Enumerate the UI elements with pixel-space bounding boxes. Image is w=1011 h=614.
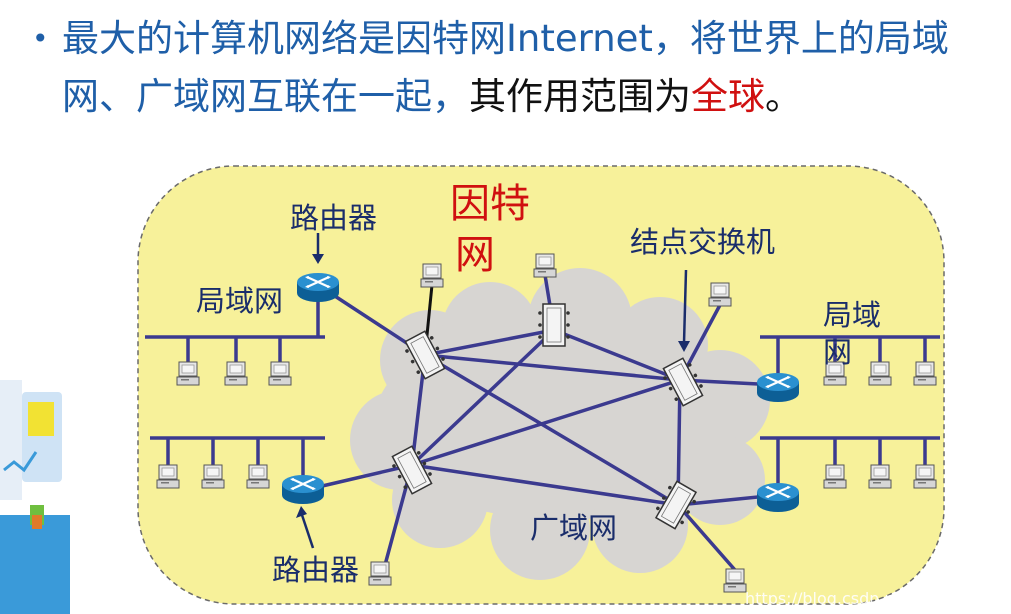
pc-icon [224, 361, 248, 386]
pc-icon [913, 361, 937, 386]
decorative-illustration [0, 380, 70, 614]
watermark: https://blog.csdn.net/weixin_43914604 [745, 589, 1011, 609]
diagram-title-line1: 因特 [450, 181, 530, 227]
pc-icon [533, 253, 557, 278]
router-icon [295, 271, 341, 304]
lan-buses [145, 285, 940, 495]
router-icon [755, 371, 801, 404]
pc-icon [268, 361, 292, 386]
pc-icon [708, 282, 732, 307]
pointer-arrows [296, 233, 690, 549]
lan-label-right-line1: 局域 [823, 298, 881, 332]
pc-icon [868, 361, 892, 386]
bullet-text-highlight: 全球 [691, 75, 765, 118]
switch-label: 结点交换机 [630, 225, 775, 259]
bullet-text-end: 。 [765, 75, 802, 118]
bullet-paragraph: • 最大的计算机网络是因特网Internet，将世界上的局域网、广域网互联在一起… [32, 10, 992, 126]
bullet-text-part1: 最大的计算机网络是因特网Internet，将世界上的局域网、广域网互联在一起， [62, 17, 949, 118]
switch-icon [537, 303, 571, 347]
pc-icon [246, 464, 270, 489]
pc-icon [868, 464, 892, 489]
pc-icon [368, 561, 392, 586]
lan-label-right-line2: 网 [823, 335, 852, 369]
wan-label: 广域网 [530, 511, 617, 545]
pc-icon [176, 361, 200, 386]
router-icon [280, 473, 326, 506]
router-icon [755, 481, 801, 514]
pc-icon [913, 464, 937, 489]
bullet-text: 最大的计算机网络是因特网Internet，将世界上的局域网、广域网互联在一起，其… [62, 10, 992, 126]
bullet-dot: • [32, 22, 49, 55]
router-label-bottom: 路由器 [272, 553, 359, 587]
pc-icon [156, 464, 180, 489]
pc-icon [723, 568, 747, 593]
diagram-title-line2: 网 [455, 232, 495, 278]
pc-icon [201, 464, 225, 489]
lan-label-left: 局域网 [196, 284, 283, 318]
pc-icon [823, 464, 847, 489]
router-label-top: 路由器 [290, 201, 377, 235]
pc-icon [420, 263, 444, 288]
bullet-text-part2: 其作用范围为 [469, 75, 691, 118]
